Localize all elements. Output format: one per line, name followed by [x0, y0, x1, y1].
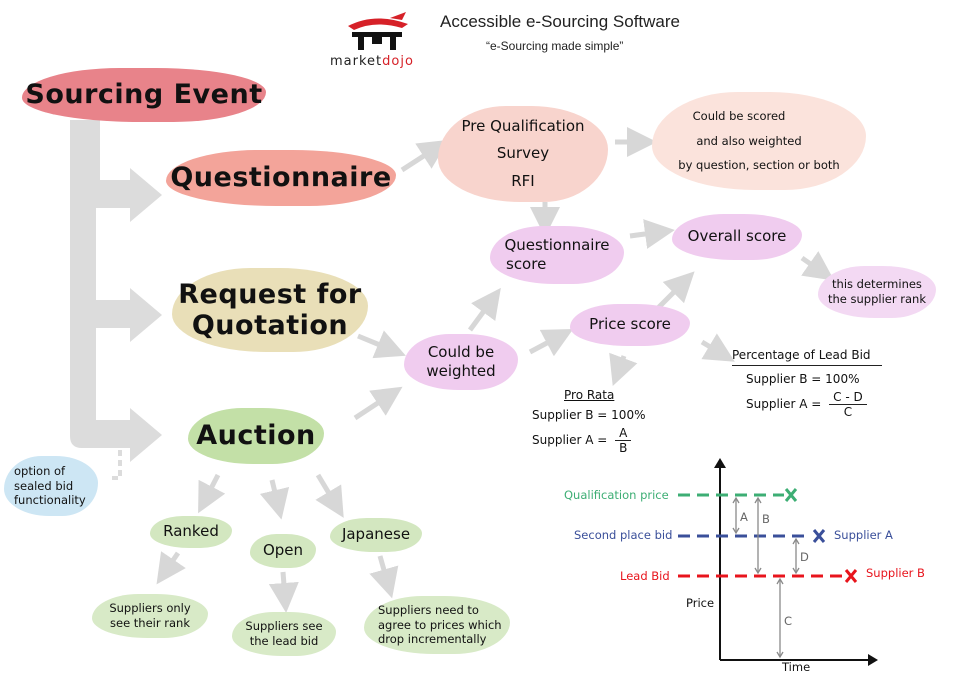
supplier-b-label: Supplier B [866, 566, 925, 580]
weighted-line2: weighted [426, 362, 496, 380]
node-label: Auction [196, 420, 316, 452]
q-score-line1: Questionnaire [504, 235, 610, 254]
node-sourcing-event: Sourcing Event [22, 68, 266, 122]
ranked-note-line1: Suppliers only [109, 601, 191, 616]
node-questionnaire: Questionnaire [166, 150, 396, 206]
weighted-line1: Could be [427, 342, 495, 361]
node-auction: Auction [188, 408, 324, 464]
node-could-be-weighted: Could be weighted [404, 334, 518, 390]
open-note-line2: the lead bid [249, 634, 319, 648]
q-score-line2: score [506, 255, 547, 273]
lead-bid-percentage-block: Percentage of Lead Bid Supplier B = 100%… [732, 348, 882, 419]
pre-qual-line2: Survey [496, 144, 550, 163]
pro-rata-block: Pro Rata Supplier B = 100% Supplier A = … [532, 388, 662, 455]
ranked-note-line2: see their rank [110, 616, 190, 630]
lead-bid-line1: Supplier B = 100% [746, 372, 860, 386]
x-axis-arrow [868, 654, 878, 666]
page-subtitle: “e-Sourcing made simple” [486, 39, 624, 53]
qualification-x-icon [784, 488, 798, 502]
logo: marketdojo [330, 10, 420, 69]
sealed-bid-line1: option of [14, 463, 66, 478]
spine-arrows [70, 120, 162, 462]
node-pre-qualification: Pre Qualification Survey RFI [438, 106, 608, 202]
node-open: Open [250, 534, 316, 568]
supplier-a-x-icon [812, 529, 826, 543]
supplier-b-x-icon [844, 569, 858, 583]
y-axis-label: Price [686, 596, 715, 610]
pagoda-icon [348, 12, 408, 50]
page-title: Accessible e-Sourcing Software [440, 12, 681, 31]
lead-bid-heading: Percentage of Lead Bid [732, 348, 882, 366]
pro-rata-heading: Pro Rata [564, 388, 615, 402]
sealed-bid-line3: functionality [14, 493, 86, 508]
y-axis-arrow [714, 458, 726, 468]
open-note-line1: Suppliers see [245, 619, 323, 634]
note-open: Suppliers see the lead bid [232, 612, 336, 656]
pro-rata-line1: Supplier B = 100% [532, 408, 646, 422]
measure-c-label: C [784, 614, 793, 628]
note-ranked: Suppliers only see their rank [92, 594, 208, 638]
node-request-for-quotation: Request for Quotation [172, 268, 368, 352]
node-label: Questionnaire [170, 162, 392, 194]
pro-rata-numerator: A [615, 426, 632, 441]
rank-note-line1: this determines [832, 277, 922, 292]
node-ranked: Ranked [150, 516, 232, 548]
logo-text-dojo: dojo [382, 54, 414, 69]
lead-bid-line2-label: Supplier A = [746, 397, 822, 411]
node-questionnaire-score: Questionnaire score [490, 226, 624, 284]
node-label: Price score [589, 315, 671, 334]
node-label: Open [262, 541, 304, 560]
japanese-note-line3: drop incrementally [378, 632, 487, 647]
node-japanese: Japanese [330, 518, 422, 552]
lead-bid-denominator: C [843, 405, 853, 419]
pre-qual-line3: RFI [511, 171, 535, 190]
rank-note-line2: the supplier rank [828, 292, 926, 306]
connector-arrows [156, 127, 835, 613]
measure-d-label: D [800, 550, 809, 564]
lead-bid-numerator: C - D [829, 390, 867, 405]
node-label: Japanese [341, 525, 411, 544]
pro-rata-line2-label: Supplier A = [532, 433, 608, 447]
measure-arrows [732, 496, 800, 659]
node-label-line1: Request for [178, 278, 362, 310]
japanese-note-line2: agree to prices which [378, 617, 502, 632]
second-place-bid-label: Second place bid [574, 528, 673, 542]
supplier-a-label: Supplier A [834, 528, 893, 542]
measure-b-label: B [762, 512, 770, 526]
node-price-score: Price score [570, 304, 690, 346]
node-overall-score: Overall score [672, 214, 802, 260]
x-axis-label: Time [782, 660, 811, 674]
pro-rata-denominator: B [619, 441, 628, 455]
qualification-price-label: Qualification price [564, 488, 669, 502]
scored-line1: Could be scored [692, 108, 786, 123]
pre-qual-line1: Pre Qualification [461, 117, 585, 136]
sealed-bid-line2: sealed bid [14, 478, 74, 493]
measure-a-label: A [740, 510, 748, 524]
japanese-note-line1: Suppliers need to [378, 602, 479, 617]
node-label: Overall score [687, 227, 787, 246]
note-could-be-scored: Could be scored and also weighted by que… [652, 92, 866, 190]
scored-line3: by question, section or both [678, 158, 840, 173]
node-sealed-bid: option of sealed bid functionality [4, 456, 98, 516]
logo-text-market: market [330, 54, 383, 69]
node-label-line2: Quotation [191, 310, 349, 341]
price-time-diagram [678, 458, 878, 666]
note-japanese: Suppliers need to agree to prices which … [364, 596, 510, 654]
scored-line2: and also weighted [696, 133, 802, 148]
lead-bid-label: Lead Bid [620, 569, 670, 583]
node-label: Ranked [163, 522, 219, 541]
sealed-bid-connector [112, 440, 122, 480]
note-supplier-rank: this determines the supplier rank [818, 266, 936, 318]
node-label: Sourcing Event [25, 79, 263, 111]
